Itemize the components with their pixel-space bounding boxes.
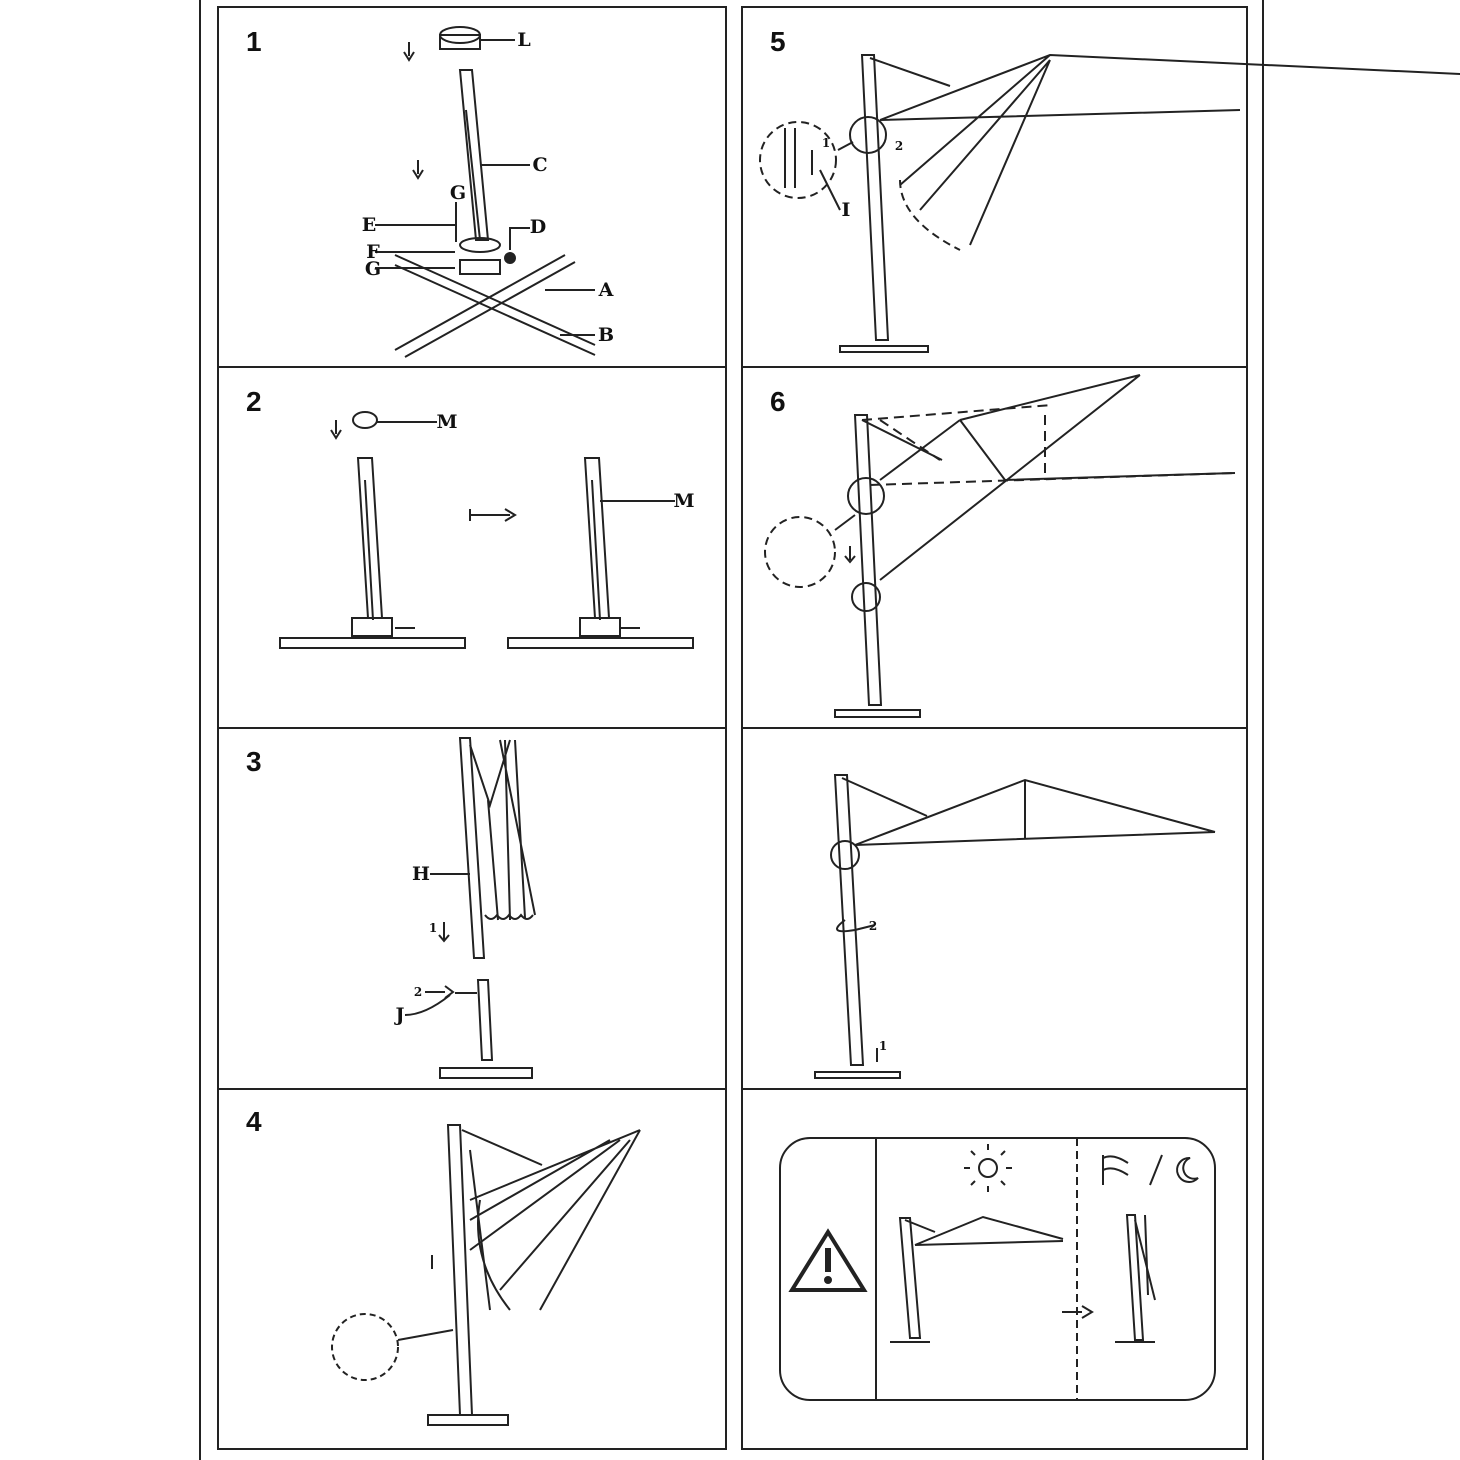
sub-step-2: 2 bbox=[413, 985, 423, 999]
step-number-2: 2 bbox=[246, 386, 262, 417]
part-label-m-right: M bbox=[673, 490, 695, 512]
panel-step-4 bbox=[217, 1088, 727, 1450]
step4-drawing bbox=[331, 1124, 641, 1426]
step-number-1: 1 bbox=[246, 26, 262, 57]
step-number-6: 6 bbox=[770, 386, 786, 417]
sub-step-1: 1 bbox=[428, 921, 438, 935]
sun-icon bbox=[964, 1144, 1012, 1192]
part-label-j: J bbox=[395, 1004, 405, 1026]
part-label-e: E bbox=[361, 214, 377, 236]
page-edge-left bbox=[199, 0, 201, 1460]
part-label-c: C bbox=[532, 154, 548, 176]
part-label-d: D bbox=[529, 216, 547, 238]
sub-step-1: 1 bbox=[878, 1039, 888, 1053]
step2-drawing bbox=[279, 411, 694, 649]
part-label-g-top: G bbox=[449, 182, 467, 204]
moon-icon bbox=[1176, 1156, 1199, 1183]
step1-drawing bbox=[375, 26, 596, 358]
part-label-a: A bbox=[598, 279, 614, 301]
page-edge-right bbox=[1262, 0, 1264, 1460]
part-label-i: I bbox=[841, 199, 851, 221]
step-number-5: 5 bbox=[770, 26, 786, 57]
part-label-g-bottom: G bbox=[364, 258, 382, 280]
step-number-4: 4 bbox=[246, 1106, 262, 1137]
step5-drawing bbox=[759, 53, 1460, 353]
sub-step-1: 1 bbox=[821, 136, 831, 150]
separator-slash bbox=[1149, 1154, 1163, 1186]
panel-warning bbox=[741, 1088, 1248, 1450]
warning-icon bbox=[788, 1228, 868, 1292]
step-number-3: 3 bbox=[246, 746, 262, 777]
sub-step-2: 2 bbox=[868, 919, 878, 933]
step7-drawing bbox=[814, 774, 1216, 1079]
warning-drawing bbox=[779, 1137, 1216, 1401]
wind-icon bbox=[1102, 1155, 1129, 1185]
step3-drawing bbox=[404, 737, 536, 1079]
part-label-h: H bbox=[412, 863, 430, 885]
sub-step-2: 2 bbox=[894, 139, 904, 153]
step6-drawing bbox=[764, 374, 1236, 718]
part-label-m-left: M bbox=[436, 411, 458, 433]
part-label-l: L bbox=[517, 29, 531, 51]
part-label-b: B bbox=[597, 324, 615, 346]
part-label-f: F bbox=[366, 241, 380, 263]
